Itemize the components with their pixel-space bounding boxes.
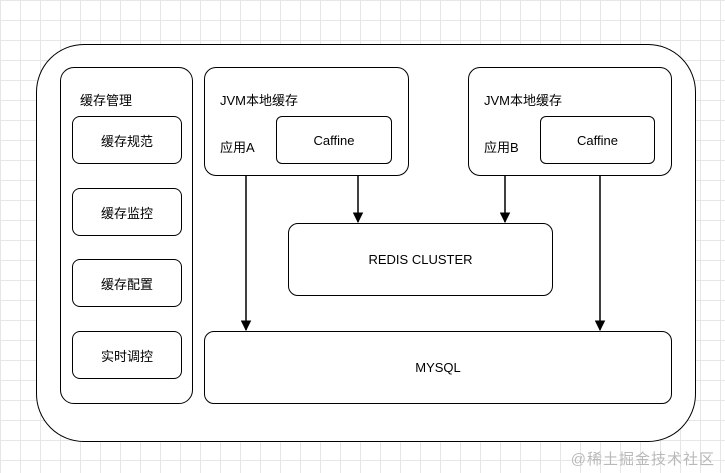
mysql-label: MYSQL: [415, 360, 461, 375]
caffine-a-box: Caffine: [276, 116, 392, 164]
mysql-box: MYSQL: [204, 331, 672, 404]
cache-monitor-label: 缓存监控: [100, 205, 153, 221]
redis-cluster-label: REDIS CLUSTER: [368, 252, 473, 267]
caffine-a-label: Caffine: [313, 132, 355, 148]
caffine-b-label: Caffine: [577, 132, 618, 148]
app-a-label: 应用A: [220, 140, 255, 155]
realtime-control-label: 实时调控: [100, 348, 153, 364]
jvm-cache-a-title: JVM本地缓存: [220, 93, 299, 108]
caffine-b-box: Caffine: [540, 116, 655, 164]
app-b-label: 应用B: [484, 140, 519, 155]
cache-config-box: 缓存配置: [72, 259, 182, 307]
cache-spec-label: 缓存规范: [100, 133, 153, 149]
jvm-cache-b-title: JVM本地缓存: [484, 93, 563, 108]
cache-config-label: 缓存配置: [100, 276, 153, 292]
watermark: @稀土掘金技术社区: [570, 451, 715, 468]
redis-cluster-box: REDIS CLUSTER: [288, 223, 553, 296]
realtime-control-box: 实时调控: [72, 331, 182, 379]
cache-management-title: 缓存管理: [80, 93, 133, 108]
cache-monitor-box: 缓存监控: [72, 188, 182, 236]
cache-spec-box: 缓存规范: [72, 116, 182, 164]
